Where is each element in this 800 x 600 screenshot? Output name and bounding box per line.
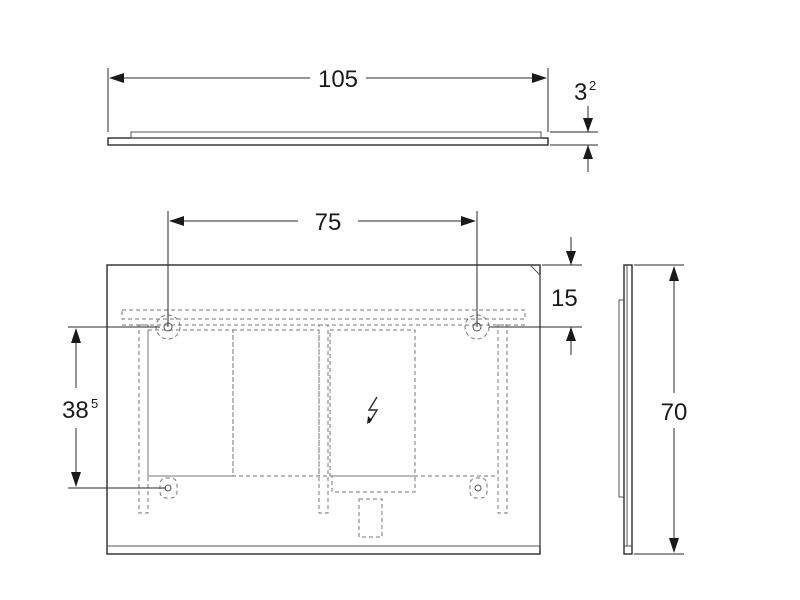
hidden-rail-right [497,324,508,514]
hidden-bottom-tab [331,475,416,493]
hidden-rail-center [318,324,329,514]
front-view-frame [106,264,541,555]
front-view: 75 15 38 5 [62,209,582,555]
hidden-connector [358,498,383,538]
top-offset-label: 15 [551,285,578,312]
thickness-label-sup: 2 [589,78,596,93]
electric-power-icon [367,396,379,424]
top-view-backing [130,131,542,139]
hole-spacing-label: 75 [315,209,342,236]
hidden-panel-left [147,329,234,477]
width-label: 105 [318,66,358,93]
side-view: 70 [618,264,688,555]
hidden-panel-mid [232,329,320,477]
side-view-plate [623,264,633,555]
hole-vertical-label: 38 [62,397,89,424]
hole-vertical-dimension: 38 5 [62,326,166,489]
hole-spacing-dimension: 75 [167,209,478,327]
top-view-plate [107,137,549,146]
hidden-rail-left [138,324,149,514]
top-view: 105 3 2 [107,66,598,172]
thickness-dimension: 3 2 [550,78,598,172]
hidden-top-bar [121,309,526,320]
width-dimension: 105 [109,66,547,93]
mounting-hole-lower-right [469,477,488,499]
arrow-right [532,73,547,83]
thickness-label: 3 [574,79,587,106]
height-dimension: 70 [634,264,688,555]
arrow-left [109,73,124,83]
top-offset-dimension: 15 [489,237,582,355]
height-label: 70 [661,399,688,426]
hole-vertical-label-sup: 5 [91,396,98,411]
